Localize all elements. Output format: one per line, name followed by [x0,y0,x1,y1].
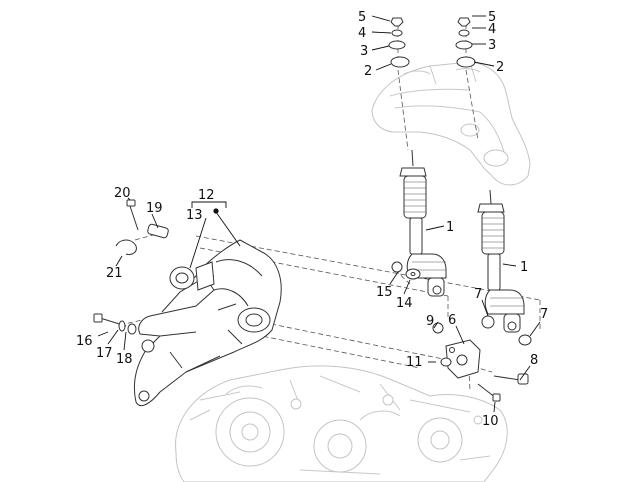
ghost-engine [175,365,508,482]
callout-7-right: 7 [540,307,548,322]
callout-10: 10 [482,414,499,429]
callout-20: 20 [114,186,131,201]
callout-15: 15 [376,285,393,300]
nut-7b [518,334,532,346]
shock-absorber-right [477,189,525,333]
swingarm-bracket [133,239,282,407]
callout-3-right: 3 [488,38,496,53]
top-mount-stack-left [388,17,410,68]
callout-17: 17 [96,346,113,361]
washer-14 [405,268,421,280]
callout-12: 12 [198,188,215,203]
callout-16: 16 [76,334,93,349]
callout-6: 6 [448,313,456,328]
nut-7a [481,315,495,329]
callout-1-left: 1 [446,220,454,235]
bolt-10 [477,383,501,402]
callout-21: 21 [106,266,123,281]
callout-4-left: 4 [358,26,366,41]
callout-4-right: 4 [488,22,496,37]
callout-5-right: 5 [488,10,496,25]
sensor [147,223,169,239]
callout-13: 13 [186,208,203,223]
callout-2-right: 2 [496,60,504,75]
callout-5-left: 5 [358,10,366,25]
reference-dot [213,208,219,214]
callout-numbers: 5 4 3 2 5 4 3 2 1 1 20 19 12 13 21 15 14… [76,10,548,429]
callout-18: 18 [116,352,133,367]
nut-11 [440,357,452,367]
bearing [169,266,195,290]
bolt-16 [93,313,137,335]
wire-clip [115,239,137,255]
callout-14: 14 [396,296,413,311]
bracket-6 [445,339,481,379]
leader-lines [97,15,541,413]
callout-2-left: 2 [364,64,372,79]
screw-20 [126,199,139,231]
callout-1-right: 1 [520,260,528,275]
callout-8: 8 [530,353,538,368]
callout-9: 9 [426,314,434,329]
nut-15 [391,261,403,273]
callout-3-left: 3 [360,44,368,59]
callout-11: 11 [406,355,423,370]
bolt-8 [493,373,529,385]
callout-7-left: 7 [474,287,482,302]
ghost-frame [371,61,531,186]
top-mount-stack-right [455,17,476,68]
callout-19: 19 [146,201,163,216]
